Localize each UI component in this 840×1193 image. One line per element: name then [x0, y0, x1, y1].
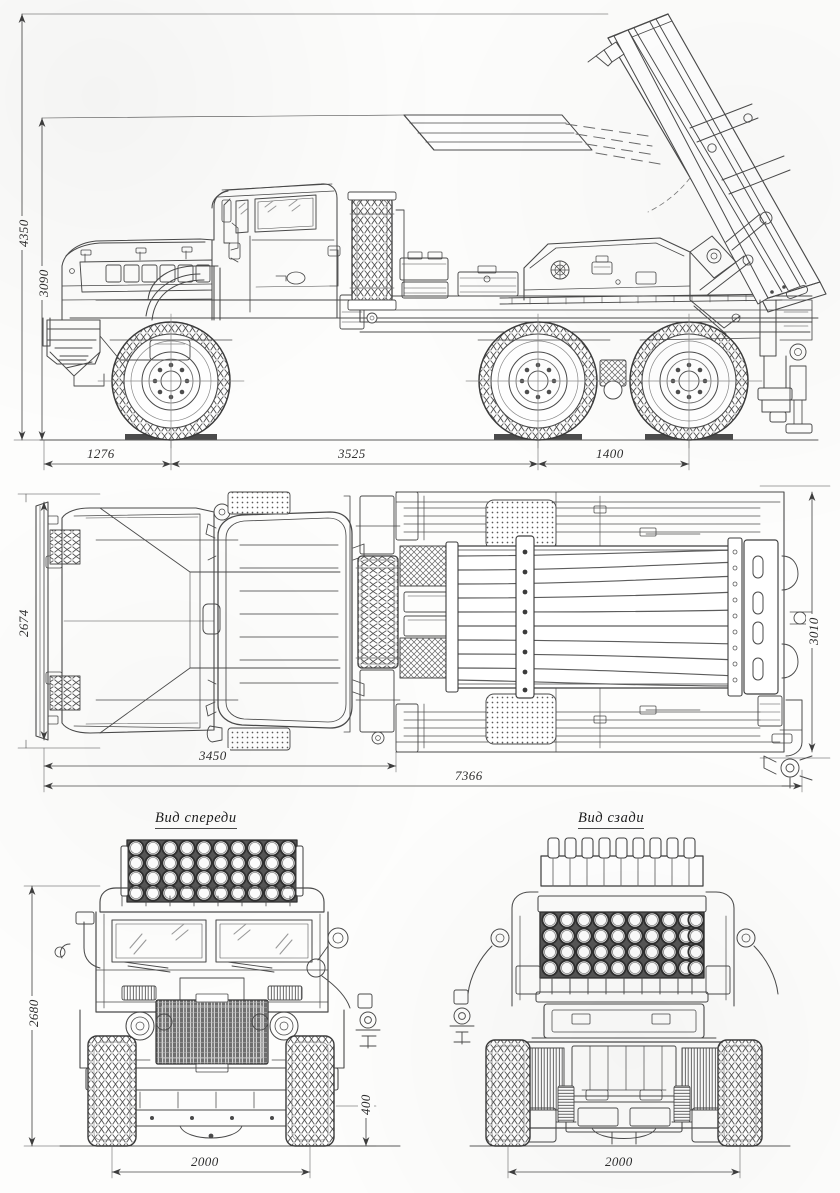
dim-overall-height-travel: 3090 — [36, 266, 70, 316]
dim-overall-height-raised: 4350 — [16, 216, 50, 266]
dim-ground-clearance: 400 — [358, 1091, 385, 1134]
side-view-dimensions — [13, 13, 690, 471]
dim-cab-width: 2674 — [16, 606, 50, 656]
dim-front-height: 2680 — [26, 996, 60, 1046]
dim-cab-length: 3450 — [196, 748, 230, 764]
dim-bogie-spacing: 1400 — [593, 446, 627, 462]
front-view-label: Вид спереди — [155, 810, 237, 829]
dim-wheelbase: 3525 — [335, 446, 369, 462]
front-view-group — [54, 839, 401, 1147]
side-view-group — [39, 13, 827, 449]
top-view-group — [35, 491, 813, 789]
dim-rear-width: 3010 — [806, 614, 840, 664]
rear-view-dimensions — [507, 1145, 741, 1179]
dim-front-track: 2000 — [188, 1154, 222, 1170]
front-tube-array — [120, 839, 304, 903]
dim-rear-track: 2000 — [602, 1154, 636, 1170]
rear-view-group — [449, 837, 791, 1147]
dim-overall-length: 7366 — [452, 768, 486, 784]
rear-tube-array — [535, 895, 709, 1003]
rear-view-label: Вид сзади — [578, 810, 645, 829]
dim-front-overhang: 1276 — [84, 446, 118, 462]
